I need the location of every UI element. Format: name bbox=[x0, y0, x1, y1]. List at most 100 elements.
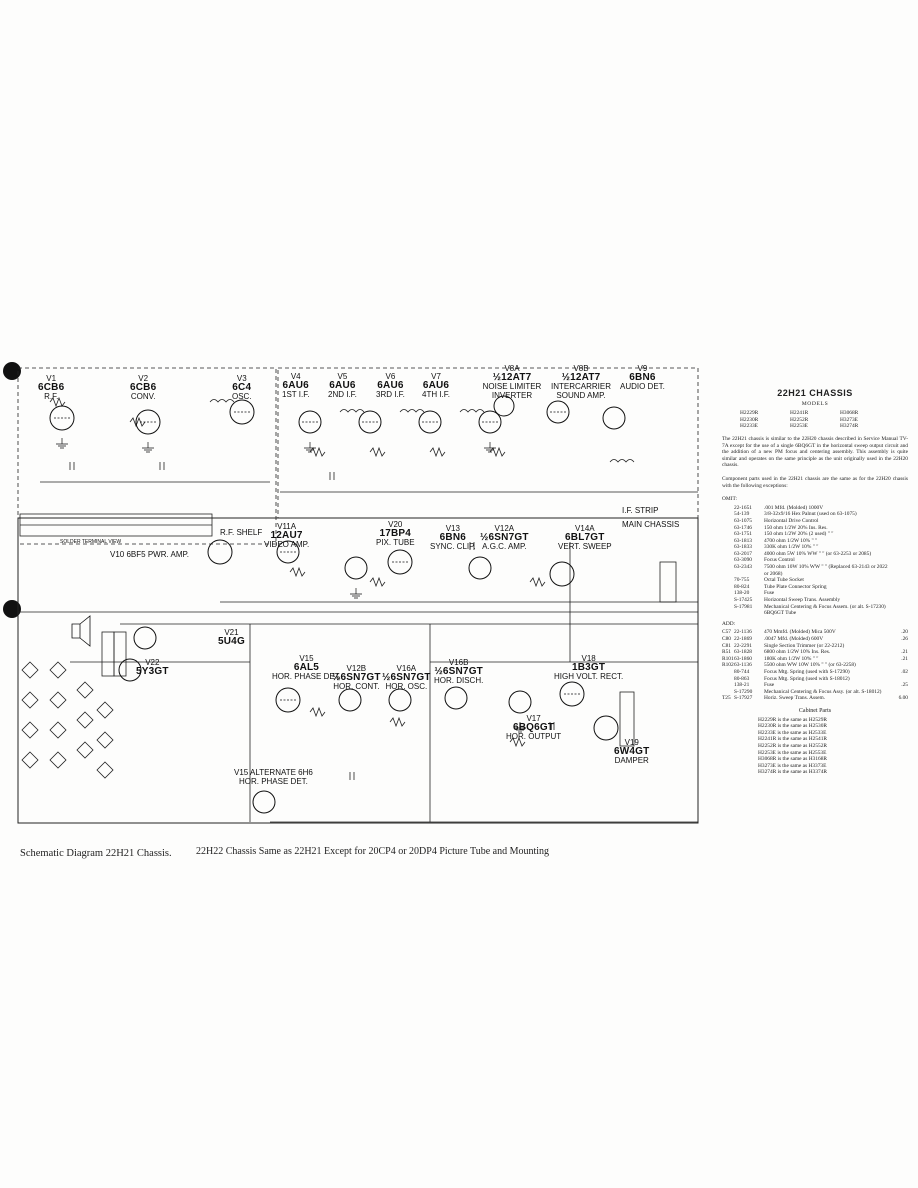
part-desc: Octal Tube Socket bbox=[764, 577, 804, 584]
part-price bbox=[892, 676, 908, 683]
part-part: S-17290 bbox=[734, 688, 753, 695]
cabinet-part-item: H2229R is the same as H2529R bbox=[758, 716, 828, 723]
part-price bbox=[892, 505, 908, 512]
part-ref: R101 bbox=[722, 655, 734, 662]
part-desc: 150 ohm 1/2W 20% Ins. Res. bbox=[764, 524, 828, 531]
part-ref bbox=[722, 564, 734, 577]
part-price: .20 bbox=[901, 629, 908, 636]
part-desc: 3/8-32x9/16 Hex Palnut (used on 63-1075) bbox=[764, 511, 857, 518]
cabinet-part-item: H2241R is the same as H2541R bbox=[758, 736, 828, 743]
diagram-caption: Schematic Diagram 22H21 Chassis. bbox=[20, 848, 172, 859]
part-ref bbox=[722, 577, 734, 584]
cabinet-part-item: H2253E is the same as H2553E bbox=[758, 749, 827, 756]
part-desc: Tube Plate Connector Spring bbox=[764, 583, 827, 590]
part-part: 63-1860 bbox=[734, 655, 752, 662]
part-desc: 4700 ohm 1/2W 10% " " bbox=[764, 537, 818, 544]
part-ref bbox=[722, 557, 734, 564]
part-desc: Horizontal Drive Control bbox=[764, 517, 819, 524]
part-price bbox=[892, 525, 908, 532]
part-part: 63-2017 bbox=[734, 550, 752, 557]
part-desc: 6800 ohm 1/2W 10% Ins. Res. bbox=[764, 649, 831, 656]
part-price bbox=[892, 518, 908, 525]
part-row: 6BQ6GT Tube bbox=[722, 610, 908, 617]
part-desc: Focus Mtg. Spring (used with S-17290) bbox=[764, 668, 850, 675]
part-desc: Mechanical Centering & Focus Assem. (or … bbox=[764, 603, 886, 610]
part-ref bbox=[722, 610, 734, 617]
part-part: 54-139 bbox=[734, 511, 750, 518]
part-price bbox=[892, 643, 908, 650]
part-ref bbox=[722, 531, 734, 538]
part-part: 80-824 bbox=[734, 583, 750, 590]
part-part: 63-1828 bbox=[734, 649, 752, 656]
part-price bbox=[892, 551, 908, 558]
part-price: .26 bbox=[901, 636, 908, 642]
panel-title: 22H21 CHASSIS bbox=[777, 388, 853, 398]
model-item: H2229R bbox=[740, 410, 759, 417]
part-price bbox=[892, 604, 908, 611]
chassis-note-caption: 22H22 Chassis Same as 22H21 Except for 2… bbox=[196, 846, 550, 857]
part-desc: Horiz. Sweep Trans. Assem. bbox=[764, 695, 826, 702]
part-part: 63-1751 bbox=[734, 531, 752, 538]
part-price bbox=[892, 564, 908, 577]
part-part: 138-21 bbox=[734, 682, 750, 689]
part-part: 63-3090 bbox=[734, 557, 752, 564]
part-price bbox=[892, 610, 908, 617]
part-part: 63-1746 bbox=[734, 524, 752, 531]
part-row: 22-1651.001 Mfd. (Molded) 1000V bbox=[722, 505, 908, 512]
part-ref bbox=[722, 518, 734, 525]
part-part bbox=[734, 610, 764, 617]
part-part: 22-1869 bbox=[734, 636, 752, 642]
part-desc: 7500 ohm 10W 10% WW " " (Replaced 63-214… bbox=[764, 564, 888, 577]
part-part: 22-2291 bbox=[734, 642, 752, 649]
part-ref bbox=[722, 511, 734, 518]
part-desc: 180K ohm 1/2W 10% " " bbox=[764, 655, 819, 662]
part-ref: R102 bbox=[722, 662, 734, 669]
part-desc: 470 Mmfd. (Molded) Mica 500V bbox=[764, 629, 836, 636]
part-price bbox=[892, 538, 908, 545]
part-row: 63-2343 7500 ohm 10W 10% WW " " (Replaced… bbox=[722, 564, 908, 577]
part-price: .02 bbox=[901, 668, 908, 675]
part-price: .21 bbox=[901, 649, 908, 656]
part-ref bbox=[722, 682, 734, 689]
cabinet-part-item: H2252R is the same as H2552R bbox=[758, 742, 828, 749]
model-item: H2230R bbox=[740, 416, 759, 423]
part-price bbox=[892, 662, 908, 669]
model-item: H3068R bbox=[840, 410, 859, 417]
part-part: 80-744 bbox=[734, 668, 750, 675]
solder-terminal-label: SOLDER TERMINAL VIEW bbox=[60, 539, 122, 545]
part-ref bbox=[722, 544, 734, 551]
part-ref: C57 bbox=[722, 629, 731, 636]
model-item: H3273E bbox=[840, 416, 858, 423]
part-ref bbox=[722, 538, 734, 545]
part-price bbox=[892, 689, 908, 696]
part-part: 63-2343 bbox=[734, 564, 752, 571]
model-item: H3274R bbox=[840, 423, 859, 430]
